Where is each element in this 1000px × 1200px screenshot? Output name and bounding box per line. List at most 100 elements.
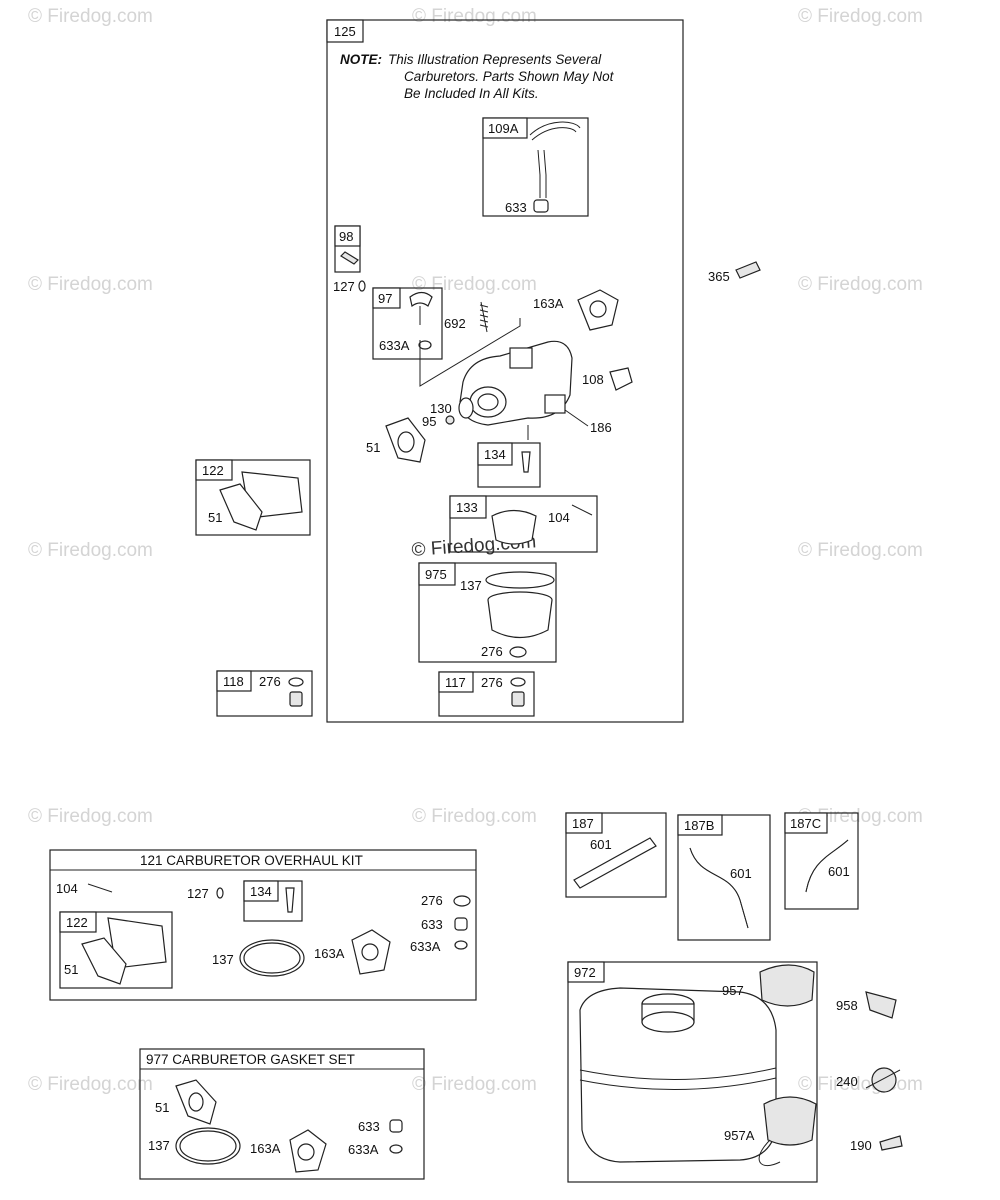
fitting-190-icon — [879, 1135, 903, 1151]
bolt-117-icon — [511, 691, 525, 707]
tag-125-box — [326, 19, 364, 43]
watermark: © Firedog.com — [28, 540, 153, 561]
watermark: © Firedog.com — [798, 6, 923, 27]
fuel-lines: 187 601 187B 601 187C 601 — [565, 812, 859, 941]
float-133-icon — [491, 509, 537, 545]
fuel-filter-240-icon — [871, 1067, 897, 1093]
fuel-line-187b-icon — [689, 847, 749, 929]
label-633a: 633A — [379, 338, 410, 353]
watermark: © Firedog.com — [412, 806, 537, 827]
label-276: 276 — [481, 644, 503, 659]
label-276: 276 — [259, 674, 281, 689]
label-137: 137 — [212, 952, 234, 967]
screw-98-icon — [340, 251, 359, 265]
watermark: © Firedog.com — [798, 274, 923, 295]
fuel-line-187-icon — [573, 837, 657, 889]
gasket-set: 977 CARBURETOR GASKET SET 51 137 163A 63… — [139, 1048, 425, 1180]
label-601: 601 — [730, 866, 752, 881]
label-127: 127 — [333, 279, 355, 294]
plate-108-icon — [609, 367, 633, 391]
needle-134-icon — [521, 451, 531, 473]
box-97 — [372, 287, 443, 360]
watermarks: © Firedog.com © Firedog.com © Firedog.co… — [28, 6, 923, 1095]
watermark: © Firedog.com — [798, 540, 923, 561]
washer-276-icon — [509, 646, 527, 658]
tag-133: 133 — [456, 500, 478, 515]
label-163a: 163A — [314, 946, 345, 961]
oring-137-icon — [485, 571, 555, 589]
label-137: 137 — [460, 578, 482, 593]
box-109a — [482, 117, 589, 217]
side-parts: 365 122 51 118 276 — [195, 261, 761, 717]
overhaul-kit-title: 121 CARBURETOR OVERHAUL KIT — [140, 853, 363, 868]
fuel-cap-957a-icon — [763, 1096, 817, 1146]
label-240: 240 — [836, 1074, 858, 1089]
shutoff-valve-958-icon — [865, 991, 897, 1019]
label-276: 276 — [421, 893, 443, 908]
label-633a: 633A — [410, 939, 441, 954]
label-957: 957 — [722, 983, 744, 998]
box-187b — [677, 814, 771, 941]
label-633: 633 — [358, 1119, 380, 1134]
fuel-cap-957-icon — [759, 964, 815, 1007]
tag-134: 134 — [484, 447, 506, 462]
tag-97: 97 — [378, 291, 392, 306]
gasket-set-box — [139, 1048, 425, 1180]
tag-125: 125 — [334, 24, 356, 39]
spring-692-icon — [479, 301, 489, 333]
label-692: 692 — [444, 316, 466, 331]
link-part-icon — [529, 121, 581, 198]
gasket-set-title: 977 CARBURETOR GASKET SET — [146, 1052, 355, 1067]
box-117 — [438, 671, 535, 717]
watermark: © Firedog.com — [28, 274, 153, 295]
label-186: 186 — [590, 420, 612, 435]
label-51: 51 — [64, 962, 78, 977]
tag-98: 98 — [339, 229, 353, 244]
pin-104-icon — [87, 883, 113, 893]
note-line-3: Be Included In All Kits. — [404, 86, 539, 101]
label-51: 51 — [155, 1100, 169, 1115]
box-122 — [195, 459, 311, 536]
box-187 — [565, 812, 667, 898]
tag-187c: 187C — [790, 816, 821, 831]
box-972 — [567, 961, 818, 1183]
fitting-365-icon — [735, 261, 761, 279]
carburetor-group: 125 NOTE:This Illustration Represents Se… — [326, 19, 684, 723]
pin-104-icon — [571, 504, 593, 516]
tag-118: 118 — [223, 674, 244, 689]
plate-130-icon — [458, 397, 474, 419]
watermark: © Firedog.com — [412, 274, 537, 295]
watermark: © Firedog.com — [28, 806, 153, 827]
label-958: 958 — [836, 998, 858, 1013]
label-601: 601 — [828, 864, 850, 879]
tag-187b: 187B — [684, 818, 714, 833]
tag-975: 975 — [425, 567, 447, 582]
label-51: 51 — [366, 440, 380, 455]
needle-134-icon — [285, 887, 295, 913]
watermark: © Firedog.com — [28, 1074, 153, 1095]
box-975 — [418, 562, 557, 663]
watermark: © Firedog.com — [798, 806, 923, 827]
watermark: © Firedog.com — [412, 6, 537, 27]
label-108: 108 — [582, 372, 604, 387]
label-633a: 633A — [348, 1142, 379, 1157]
group-125-box — [326, 19, 684, 723]
label-137: 137 — [148, 1138, 170, 1153]
label-130: 130 — [430, 401, 452, 416]
label-104: 104 — [548, 510, 570, 525]
tag-109a-box — [482, 117, 528, 139]
label-104: 104 — [56, 881, 78, 896]
label-957a: 957A — [724, 1128, 755, 1143]
gasket-51-icon — [81, 937, 127, 985]
watermark: © Firedog.com — [412, 1074, 537, 1095]
box-133 — [449, 495, 598, 553]
note-line-2: Carburetors. Parts Shown May Not — [404, 69, 615, 84]
tag-972: 972 — [574, 965, 596, 980]
label-365: 365 — [708, 269, 730, 284]
tag-122: 122 — [66, 915, 88, 930]
note-line-1: NOTE:This Illustration Represents Severa… — [340, 52, 602, 67]
seal-633a-icon — [418, 340, 432, 350]
screw-95-icon — [445, 415, 455, 425]
watermark: © Firedog.com — [28, 6, 153, 27]
